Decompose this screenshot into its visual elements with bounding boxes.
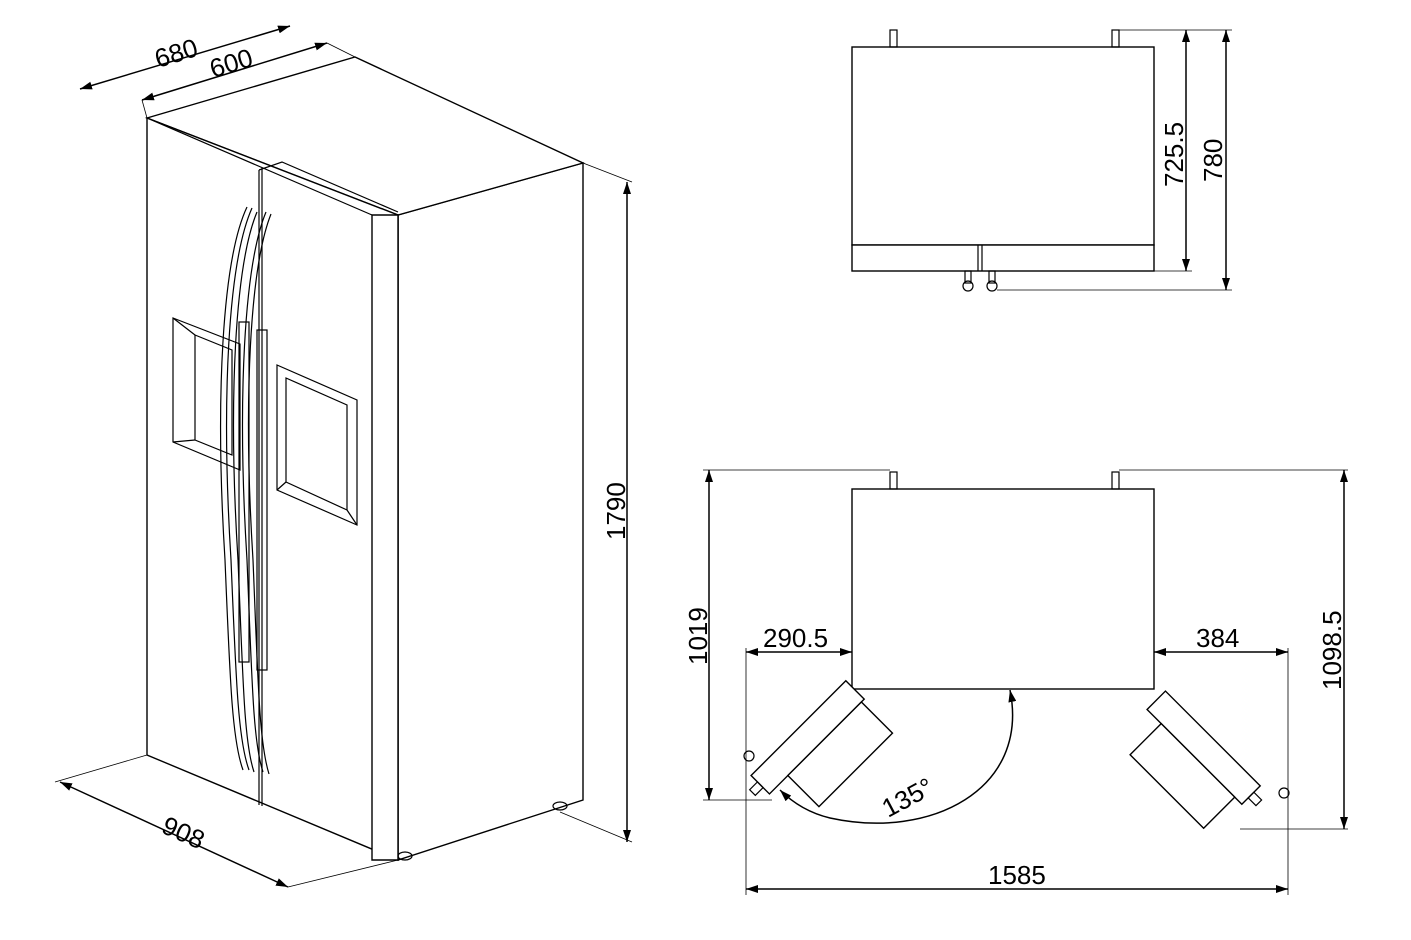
left-dispenser <box>172 317 241 471</box>
isometric-view: 680 600 1790 908 <box>54 25 633 888</box>
dim-680: 680 <box>151 32 201 73</box>
left-door-open <box>748 679 894 808</box>
top-view-open: 135° 1019 1098.5 290.5 384 1585 <box>683 469 1348 895</box>
door-edge <box>371 214 399 861</box>
dim-725-5: 725.5 <box>1159 122 1189 187</box>
dim-780: 780 <box>1198 139 1228 182</box>
dim-1585: 1585 <box>988 860 1046 890</box>
open-body <box>851 488 1155 690</box>
fridge-front <box>146 116 399 862</box>
dim-1790: 1790 <box>601 482 631 540</box>
fridge-side-panel <box>397 162 584 861</box>
dim-290-5: 290.5 <box>763 623 828 653</box>
dim-384: 384 <box>1196 623 1239 653</box>
dim-908: 908 <box>158 810 210 855</box>
top-doors <box>851 244 1155 272</box>
door-handles <box>220 206 272 775</box>
top-view-closed: 725.5 780 <box>851 29 1232 292</box>
right-dispenser <box>276 364 358 526</box>
dim-1098-5: 1098.5 <box>1317 610 1347 690</box>
right-door-open <box>1129 690 1263 830</box>
dim-1019: 1019 <box>683 607 713 665</box>
top-body <box>851 46 1155 246</box>
